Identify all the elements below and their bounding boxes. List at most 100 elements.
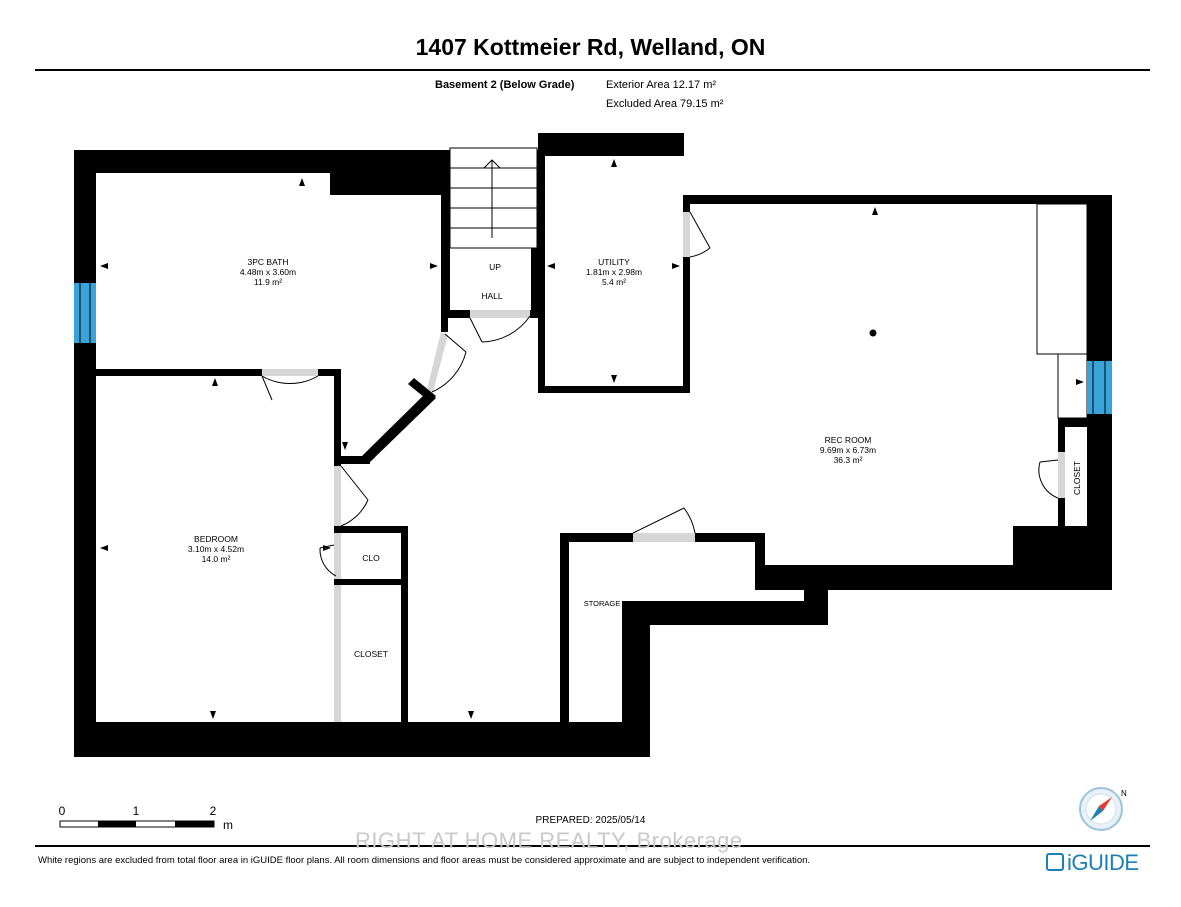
marker	[611, 375, 617, 383]
rec-cabinet	[1036, 203, 1088, 355]
wall-bottom	[74, 722, 650, 757]
room-utility-name: UTILITY	[598, 257, 630, 267]
wall-bedroom-top	[96, 369, 341, 376]
door-swing	[319, 544, 337, 577]
wall-diagonal-stub	[408, 378, 436, 402]
marker	[547, 263, 555, 269]
rec-cabinet-lower	[1057, 353, 1088, 419]
door-swing	[469, 315, 531, 343]
door-bath	[427, 332, 448, 392]
room-rec-area: 36.3 m²	[834, 455, 863, 465]
compass-icon: N	[1079, 787, 1127, 831]
watermark: RIGHT AT HOME REALTY, Brokerage	[355, 828, 743, 853]
floor-drain	[869, 329, 877, 337]
scale-tick-2: 2	[210, 804, 217, 818]
door-bedroom	[262, 369, 318, 376]
window-bath	[74, 283, 96, 343]
doors	[261, 211, 1065, 722]
room-storage: STORAGE	[584, 599, 621, 608]
room-bath-dims: 4.48m x 3.60m	[240, 267, 296, 277]
walls	[74, 133, 1112, 757]
window-rec	[1087, 361, 1112, 414]
scale-unit: m	[223, 818, 233, 832]
room-bath-name: 3PC BATH	[248, 257, 289, 267]
wall-top-bath-step	[330, 150, 446, 195]
compass-north: N	[1121, 789, 1127, 798]
door-swing	[340, 465, 369, 527]
marker	[210, 711, 216, 719]
hatch-cross	[1019, 532, 1088, 566]
wall-utility-right	[683, 195, 690, 393]
door-closet-right	[1058, 452, 1065, 498]
marker	[1076, 379, 1084, 385]
room-labels: 3PC BATH 4.48m x 3.60m 11.9 m² UTILITY 1…	[188, 257, 1082, 659]
room-bedroom-area: 14.0 m²	[202, 554, 231, 564]
marker	[299, 178, 305, 186]
footer-divider	[35, 845, 1150, 847]
exterior-area: Exterior Area 12.17 m²	[606, 79, 717, 91]
wall-top-utility	[538, 133, 684, 156]
room-utility-area: 5.4 m²	[602, 277, 626, 287]
door-swing	[689, 211, 711, 258]
marker	[212, 378, 218, 386]
wall-diagonal	[362, 391, 436, 464]
page-title: 1407 Kottmeier Rd, Welland, ON	[415, 34, 766, 60]
wall-bedroom-right-upper	[334, 369, 341, 466]
prepared-date: PREPARED: 2025/05/14	[535, 815, 646, 826]
room-utility-dims: 1.81m x 2.98m	[586, 267, 642, 277]
door-swing	[1038, 459, 1059, 499]
wall-utility-left	[538, 150, 545, 393]
marker	[342, 442, 348, 450]
room-hall: HALL	[481, 291, 503, 301]
wall-closet-top	[1058, 418, 1093, 427]
marker	[100, 263, 108, 269]
wall-storage-left	[560, 533, 569, 757]
room-up: UP	[489, 262, 501, 272]
marker	[611, 159, 617, 167]
iguide-logo-icon	[1046, 853, 1064, 871]
door-utility	[683, 212, 690, 257]
dimension-markers	[100, 159, 1084, 719]
marker	[872, 207, 878, 215]
wall-utility-bottom	[538, 386, 690, 393]
iguide-logo-text: iGUIDE	[1067, 850, 1139, 875]
room-bath-area: 11.9 m²	[254, 277, 282, 287]
marker	[672, 263, 680, 269]
stair-arrow-head	[483, 159, 501, 169]
door-swing	[431, 333, 467, 393]
room-clo: CLO	[362, 553, 380, 563]
wall-storage-right-step	[755, 533, 765, 572]
room-rec-name: REC ROOM	[825, 435, 872, 445]
marker	[430, 263, 438, 269]
door-clo	[334, 533, 341, 579]
room-bedroom-dims: 3.10m x 4.52m	[188, 544, 244, 554]
door-swing	[632, 507, 696, 534]
wall-bath-right	[441, 150, 450, 315]
door-storage	[633, 533, 695, 542]
scale-tick-0: 0	[59, 804, 66, 818]
wall-clo-top	[334, 526, 408, 533]
excluded-area: Excluded Area 79.15 m²	[606, 98, 724, 110]
wall-clo-bottom	[334, 579, 408, 585]
door-bedroom-right	[334, 466, 341, 526]
marker	[468, 711, 474, 719]
wall-closet-right	[401, 526, 408, 722]
room-bedroom-name: BEDROOM	[194, 534, 238, 544]
door-hall	[470, 310, 530, 318]
marker	[323, 545, 331, 551]
wall-left	[74, 150, 96, 757]
scale-tick-1: 1	[133, 804, 140, 818]
wall-rec-top	[683, 195, 1112, 204]
iguide-logo[interactable]: iGUIDE	[1046, 850, 1139, 876]
level-name: Basement 2 (Below Grade)	[435, 79, 575, 91]
door-swing	[261, 375, 319, 401]
door-closet	[334, 585, 341, 722]
footer-note: White regions are excluded from total fl…	[38, 855, 811, 866]
header-divider	[35, 69, 1150, 71]
room-closet-left: CLOSET	[354, 649, 388, 659]
marker	[100, 545, 108, 551]
stair-treads	[450, 159, 537, 238]
windows	[74, 283, 1112, 414]
stairs	[449, 147, 538, 249]
